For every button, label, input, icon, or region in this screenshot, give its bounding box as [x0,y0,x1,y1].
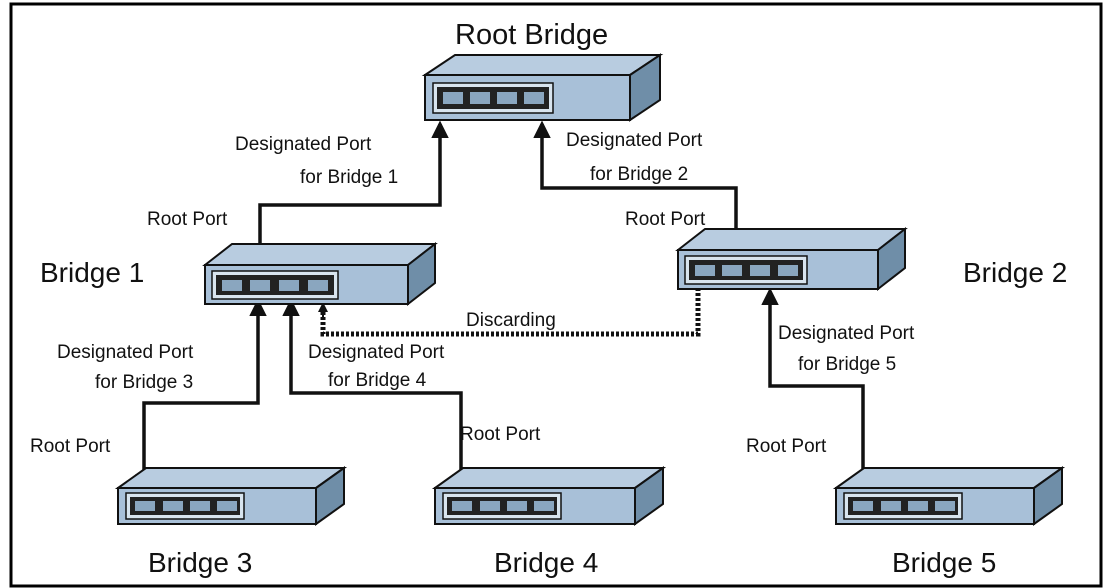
link-bridge1-bridge3 [135,298,267,492]
switch-bridge-4 [431,466,667,526]
designated-port-bridge-4-line1: Designated Port [308,342,445,363]
switch-bridge-5 [832,466,1066,526]
root-port-bridge-3: Root Port [30,436,111,457]
designated-port-bridge-2-line1: Designated Port [566,130,703,151]
links [135,120,872,492]
switch-bridge-3 [114,466,348,526]
designated-port-bridge-5-line1: Designated Port [778,323,915,344]
link-root-bridge1 [251,120,449,269]
root-port-bridge-4: Root Port [460,424,541,445]
frame-border [9,2,1103,588]
link-bridge2-bridge5 [761,287,872,492]
bridge-2-name: Bridge 2 [963,257,1067,288]
bridge-5-name: Bridge 5 [892,547,996,578]
discarding-label: Discarding [466,310,556,331]
root-port-bridge-1: Root Port [147,209,228,230]
bridge-1-name: Bridge 1 [40,257,144,288]
switch-root-bridge [421,53,664,122]
designated-port-bridge-4-line2: for Bridge 4 [328,370,427,391]
link-root-bridge2 [533,120,745,260]
discarding-link [318,290,701,337]
switch-bridge-2 [675,226,908,292]
bridge-4-name: Bridge 4 [494,547,598,578]
designated-port-bridge-3-line1: Designated Port [57,342,194,363]
designated-port-bridge-2-line2: for Bridge 2 [590,164,688,185]
designated-port-bridge-3-line2: for Bridge 3 [95,372,193,393]
bridge-3-name: Bridge 3 [148,547,252,578]
designated-port-bridge-1-line2: for Bridge 1 [300,167,398,188]
root-port-bridge-5: Root Port [746,436,827,457]
link-bridge1-bridge4 [282,298,470,492]
root-bridge-title: Root Bridge [455,19,608,51]
designated-port-bridge-5-line2: for Bridge 5 [798,354,896,375]
root-port-bridge-2: Root Port [625,209,706,230]
designated-port-bridge-1-line1: Designated Port [235,134,372,155]
switch-bridge-1 [202,241,438,307]
